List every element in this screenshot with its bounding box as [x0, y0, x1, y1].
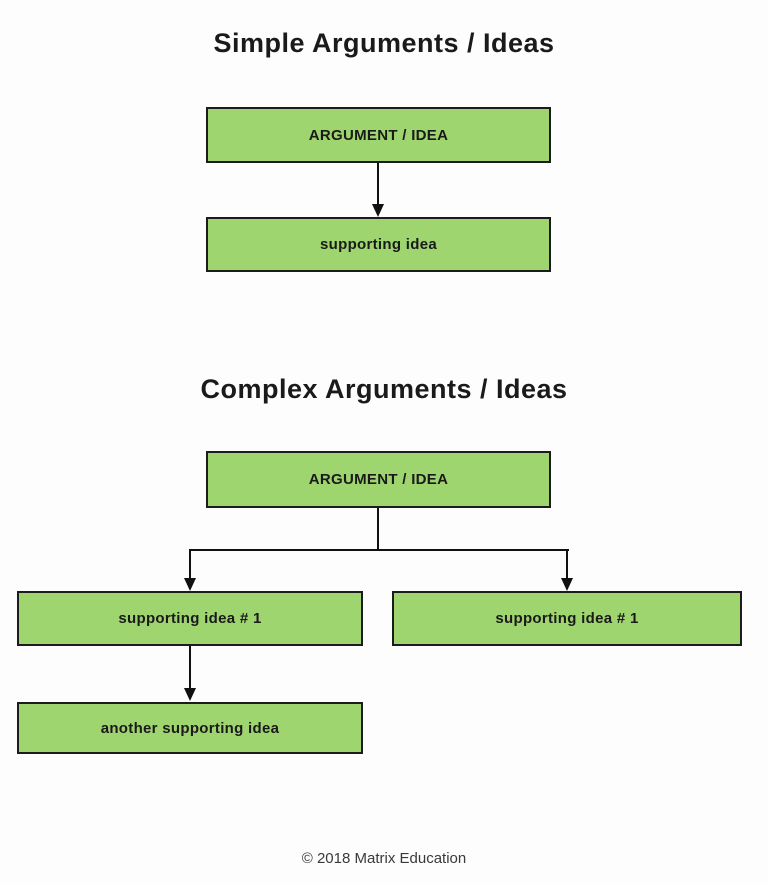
complex-another-supporting-idea-label: another supporting idea — [100, 719, 280, 737]
complex-another-arrow-line — [189, 646, 191, 689]
simple-arrow-line — [377, 163, 379, 205]
complex-supporting-idea-right-box: supporting idea # 1 — [392, 591, 742, 646]
simple-section-title: Simple Arguments / Ideas — [213, 28, 555, 58]
complex-left-drop-line — [189, 549, 191, 580]
complex-supporting-idea-left-box: supporting idea # 1 — [17, 591, 363, 646]
simple-supporting-idea-label: supporting idea — [320, 236, 437, 253]
complex-supporting-idea-right-label: supporting idea # 1 — [495, 610, 639, 627]
complex-branch-horizontal-line — [189, 549, 569, 551]
complex-argument-idea-box: ARGUMENT / IDEA — [206, 451, 551, 508]
simple-argument-idea-label: ARGUMENT / IDEA — [308, 126, 449, 144]
complex-branch-stem-line — [377, 508, 379, 550]
simple-supporting-idea-box: supporting idea — [206, 217, 551, 272]
complex-right-arrowhead-icon — [561, 578, 573, 591]
simple-argument-idea-box: ARGUMENT / IDEA — [206, 107, 551, 163]
simple-arrowhead-icon — [372, 204, 384, 217]
complex-supporting-idea-left-label: supporting idea # 1 — [118, 610, 262, 627]
complex-section-title: Complex Arguments / Ideas — [200, 374, 568, 404]
complex-right-drop-line — [566, 549, 568, 580]
complex-argument-idea-label: ARGUMENT / IDEA — [308, 471, 449, 488]
complex-another-supporting-idea-box: another supporting idea — [17, 702, 363, 754]
complex-left-arrowhead-icon — [184, 578, 196, 591]
complex-another-arrowhead-icon — [184, 688, 196, 701]
footer-copyright: © 2018 Matrix Education — [301, 850, 467, 867]
